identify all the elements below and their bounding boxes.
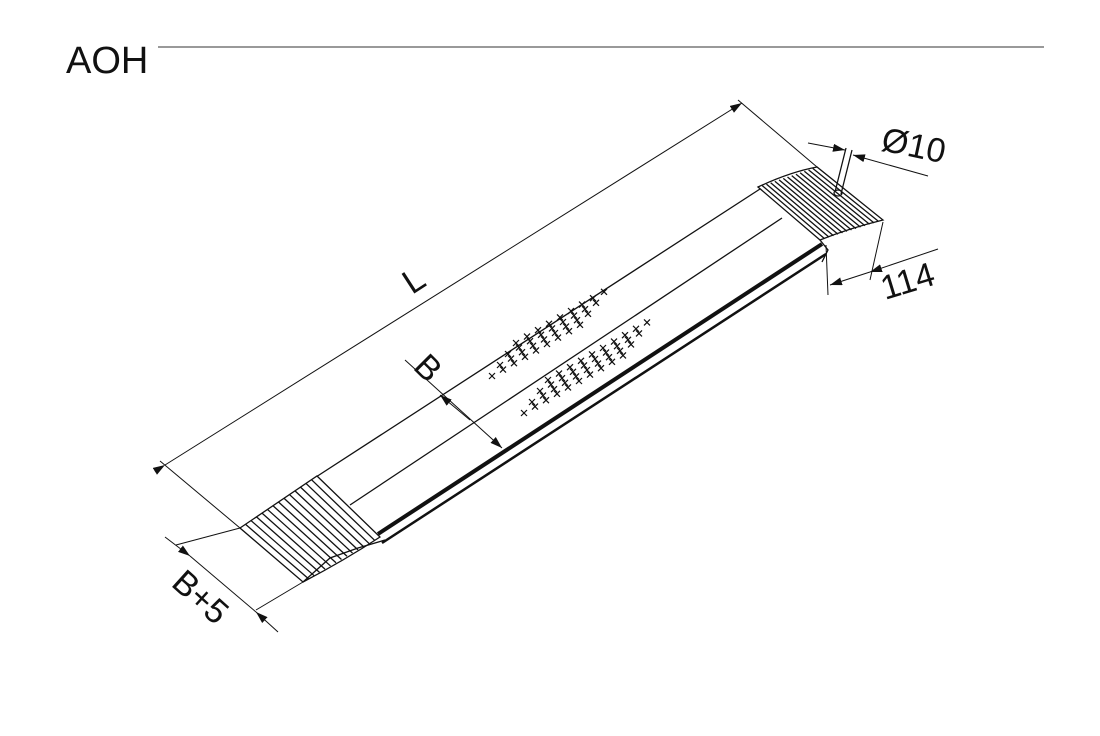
x-mark [643, 318, 651, 326]
plate-stripe [791, 175, 857, 230]
plate-stripe [256, 516, 320, 573]
plate-stripe [272, 505, 337, 564]
plate-stripe [261, 512, 326, 570]
plate-stripe [799, 172, 866, 227]
dimension-length [152, 99, 818, 529]
plate-stripe [787, 176, 852, 231]
plate-stripe [294, 490, 359, 551]
label-pin-diameter: Ø10 [878, 121, 949, 172]
plate-stripe [782, 177, 848, 232]
plate-stripe [774, 180, 839, 235]
plate-stripe [761, 185, 825, 240]
dimension-outer-width [164, 527, 304, 633]
dimension-pin-diameter [807, 142, 929, 177]
plate-stripe [250, 520, 315, 577]
plate-stripe [283, 497, 348, 557]
plate-stripe [311, 479, 375, 541]
label-width: B [406, 347, 449, 390]
plate-stripe [812, 167, 879, 222]
right-end-plate [756, 166, 885, 263]
plate-stripe [278, 501, 342, 560]
plate-stripe [808, 169, 875, 224]
plate-stripe [267, 508, 331, 567]
plate-stripe [305, 482, 370, 544]
label-length: L [396, 260, 433, 302]
label-plate-length: 114 [876, 255, 939, 307]
title-rule [158, 46, 1044, 48]
x-mark [488, 372, 496, 380]
plate-stripe [300, 486, 364, 548]
drawing-title: AOH [66, 40, 149, 82]
label-outer-width: B+5 [165, 563, 236, 632]
plate-stripe [245, 523, 309, 580]
dimension-width [404, 359, 503, 449]
plate-stripe [770, 182, 834, 237]
plate-stripe [289, 494, 353, 554]
x-mark [520, 409, 528, 417]
pin [833, 147, 853, 197]
plate-stripe [795, 173, 861, 228]
plate-stripe [766, 183, 830, 238]
plate-stripe [778, 179, 843, 234]
dimension-plate-length [825, 221, 939, 296]
left-end-plate [238, 475, 386, 583]
plate-stripe [803, 170, 870, 225]
